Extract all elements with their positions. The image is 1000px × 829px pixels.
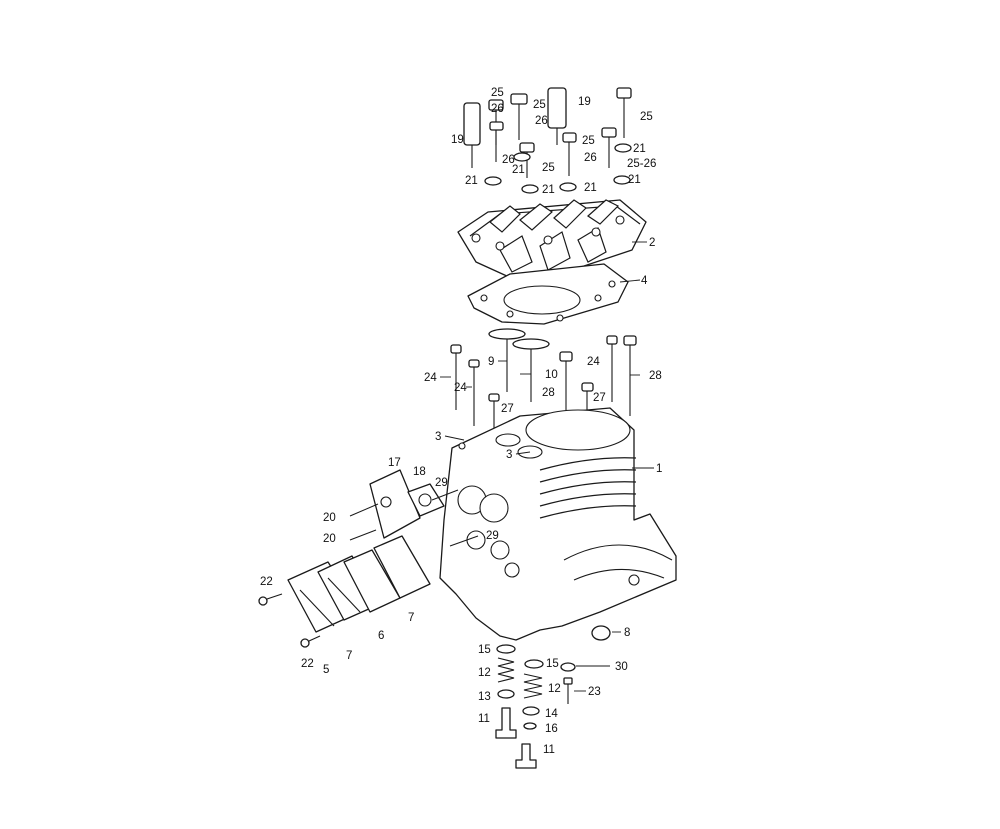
callout-8: 8 (624, 627, 630, 639)
callout-1: 1 (656, 463, 662, 475)
callout-6: 6 (378, 630, 384, 642)
callout-23: 23 (588, 686, 601, 698)
callout-20: 20 (323, 533, 336, 545)
callout-13: 13 (478, 691, 491, 703)
callout-21: 21 (465, 175, 478, 187)
callout-17: 17 (388, 457, 401, 469)
callout-26: 26 (584, 152, 597, 164)
callout-18: 18 (413, 466, 426, 478)
cylinder-head (457, 199, 647, 283)
spring-12-right (523, 673, 543, 699)
callout-3: 3 (506, 449, 512, 461)
plug-8 (591, 625, 611, 641)
washer-21 (484, 176, 502, 186)
callout-25: 25 (533, 99, 546, 111)
callout-25-26: 25-26 (627, 158, 656, 170)
callout-25: 25 (582, 135, 595, 147)
callout-7: 7 (408, 612, 414, 624)
callouts: 1 2 3 3 4 5 6 7 7 8 9 10 11 11 12 12 13 … (260, 87, 662, 756)
screw-22-bottom (300, 638, 310, 648)
spring-12-left (497, 657, 515, 683)
bolt-23 (563, 677, 573, 685)
callout-29: 29 (486, 530, 499, 542)
callout-7: 7 (346, 650, 352, 662)
callout-21: 21 (633, 143, 646, 155)
callout-21: 21 (584, 182, 597, 194)
callout-29: 29 (435, 477, 448, 489)
intake-parts (258, 469, 479, 648)
callout-21: 21 (628, 174, 641, 186)
callout-25: 25 (640, 111, 653, 123)
callout-20: 20 (323, 512, 336, 524)
head-bolts-group (463, 87, 632, 194)
leader-lines (440, 241, 654, 692)
callout-5: 5 (323, 664, 329, 676)
bolt-28-center (559, 351, 573, 362)
callout-25: 25 (491, 87, 504, 99)
valve-springs-group (495, 644, 576, 769)
callout-24: 24 (454, 382, 467, 394)
callout-15: 15 (478, 644, 491, 656)
callout-22: 22 (301, 658, 314, 670)
callout-19: 19 (451, 134, 464, 146)
valve-10-head (512, 338, 550, 350)
callout-26: 26 (535, 115, 548, 127)
callout-11: 11 (478, 713, 490, 725)
callout-24: 24 (424, 372, 437, 384)
cylinder-bolts (450, 335, 637, 432)
reed-plate-7-right (373, 535, 431, 599)
callout-21: 21 (542, 184, 555, 196)
bolt-25-center (510, 93, 528, 105)
head-gasket (467, 263, 629, 325)
callout-12: 12 (478, 667, 491, 679)
callout-28: 28 (649, 370, 662, 382)
callout-4: 4 (641, 275, 648, 287)
callout-27: 27 (501, 403, 514, 415)
callout-11: 11 (543, 744, 555, 756)
callout-14: 14 (545, 708, 558, 720)
callout-24: 24 (587, 356, 600, 368)
callout-27: 27 (593, 392, 606, 404)
callout-2: 2 (649, 237, 655, 249)
cap-nut-19-right (547, 87, 567, 129)
cap-nut-19-left (463, 102, 481, 146)
callout-25: 25 (542, 162, 555, 174)
tappet-11-left (495, 707, 517, 739)
callout-15: 15 (546, 658, 559, 670)
callout-12: 12 (548, 683, 561, 695)
callout-26: 26 (502, 154, 515, 166)
valve-9-head (488, 328, 526, 340)
callout-9: 9 (488, 356, 494, 368)
bolt-28-right (623, 335, 637, 346)
screw-22-top (258, 596, 268, 606)
callout-19: 19 (578, 96, 591, 108)
callout-22: 22 (260, 576, 273, 588)
washer-30 (560, 662, 576, 672)
valves (488, 328, 550, 402)
callout-28: 28 (542, 387, 555, 399)
callout-3: 3 (435, 431, 441, 443)
tappet-11-right (515, 743, 537, 769)
callout-16: 16 (545, 723, 558, 735)
gasket-17 (369, 469, 421, 539)
callout-26: 26 (491, 103, 504, 115)
callout-30: 30 (615, 661, 628, 673)
callout-10: 10 (545, 369, 558, 381)
callout-21: 21 (512, 164, 525, 176)
cylinder-block (439, 407, 677, 641)
